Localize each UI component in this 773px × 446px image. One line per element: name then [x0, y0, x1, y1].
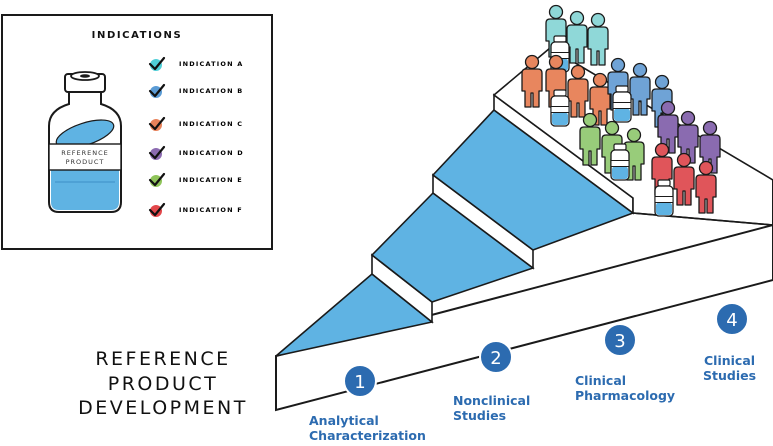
vial-4: [610, 143, 630, 181]
indication-label-c: INDICATION C: [179, 120, 244, 128]
person-red-3: [695, 160, 717, 214]
step-4-label-line2: Studies: [703, 368, 757, 383]
person-orange-3: [567, 64, 589, 118]
step-2-label: Nonclinical Studies: [453, 393, 530, 423]
vial-3: [612, 85, 632, 123]
check-icon-c: [148, 116, 166, 131]
step-3-label-line2: Pharmacology: [575, 388, 676, 403]
step-1-label-line1: Analytical: [309, 413, 379, 428]
indications-panel: INDICATIONS REFERENCE PRODUCT INDICATION…: [1, 14, 273, 250]
vial-label-line1: REFERENCE: [61, 149, 109, 157]
check-icon-d: [148, 145, 166, 160]
person-teal-2: [566, 10, 588, 64]
step-4-label-line1: Clinical: [703, 353, 756, 368]
step-1-label: Analytical Characterization: [309, 413, 426, 443]
person-blue-2: [629, 62, 651, 116]
step-4-label: Clinical Studies: [703, 353, 756, 383]
title-line2: PRODUCT: [107, 373, 219, 395]
check-icon-e: [148, 172, 166, 187]
indication-label-e: INDICATION E: [179, 176, 243, 184]
step-3-label: Clinical Pharmacology: [575, 373, 675, 403]
person-orange-1: [521, 54, 543, 108]
title-line1: REFERENCE: [95, 348, 231, 370]
title-line3: DEVELOPMENT: [78, 397, 248, 419]
check-icon-a: [148, 56, 166, 71]
reference-product-vial-icon: REFERENCE PRODUCT: [48, 71, 122, 213]
indication-label-b: INDICATION B: [179, 87, 244, 95]
staircase-front-face: [275, 223, 773, 412]
step-3-label-line1: Clinical: [575, 373, 627, 388]
indication-label-d: INDICATION D: [179, 149, 244, 157]
indication-label-f: INDICATION F: [179, 206, 243, 214]
vial-label-line2: PRODUCT: [66, 158, 105, 166]
check-icon-f: [148, 202, 166, 217]
step-1-label-line2: Characterization: [309, 428, 426, 443]
person-green-1: [579, 112, 601, 166]
step-2-label-line1: Nonclinical: [453, 393, 531, 408]
person-teal-3: [587, 12, 609, 66]
vial-2: [550, 89, 570, 127]
check-icon-b: [148, 83, 166, 98]
indication-label-a: INDICATION A: [179, 60, 244, 68]
indication-checks: [148, 56, 166, 217]
indications-title: INDICATIONS: [91, 30, 183, 41]
person-red-2: [673, 152, 695, 206]
panel-graphics: REFERENCE PRODUCT: [48, 56, 166, 217]
step-2-label-line2: Studies: [453, 408, 507, 423]
vial-5: [654, 179, 674, 217]
patient-crowd: [521, 4, 721, 217]
